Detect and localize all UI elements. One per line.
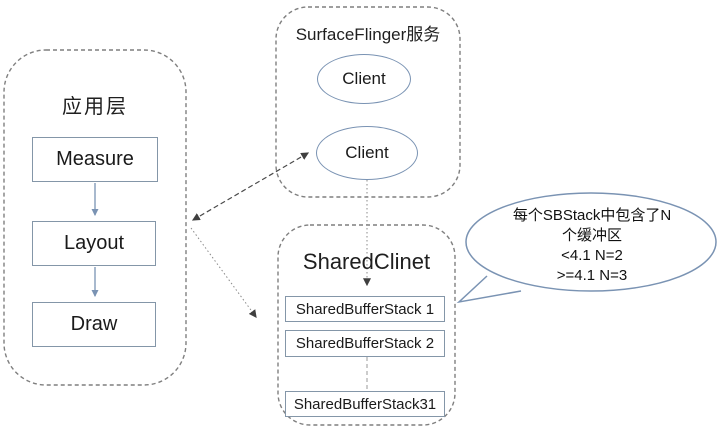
- app-layer-title: 应用层: [62, 96, 128, 118]
- sharedbufferstack31-box: SharedBufferStack31: [285, 391, 445, 417]
- draw-box: Draw: [32, 302, 156, 347]
- client-ellipse-2: Client: [316, 126, 418, 180]
- layout-box: Layout: [32, 221, 156, 266]
- sharedclient-title: SharedClinet: [302, 249, 431, 274]
- callout-line: >=4.1 N=3: [556, 267, 628, 284]
- sharedbufferstack1-box: SharedBufferStack 1: [285, 296, 445, 322]
- measure-box: Measure: [32, 137, 158, 182]
- callout-line: 每个SBStack中包含了N: [512, 207, 672, 224]
- callout-text: 每个SBStack中包含了N 个缓冲区 <4.1 N=2 >=4.1 N=3: [470, 206, 714, 286]
- callout-line: <4.1 N=2: [561, 247, 623, 264]
- client-ellipse-1: Client: [317, 54, 411, 104]
- sharedbufferstack2-box: SharedBufferStack 2: [285, 330, 445, 357]
- arrow-applayer-client: [191, 152, 310, 221]
- arrow-applayer-sharedclient: [190, 227, 257, 318]
- callout-line: 个缓冲区: [561, 227, 622, 244]
- surfaceflinger-title: SurfaceFlinger服务: [295, 25, 441, 44]
